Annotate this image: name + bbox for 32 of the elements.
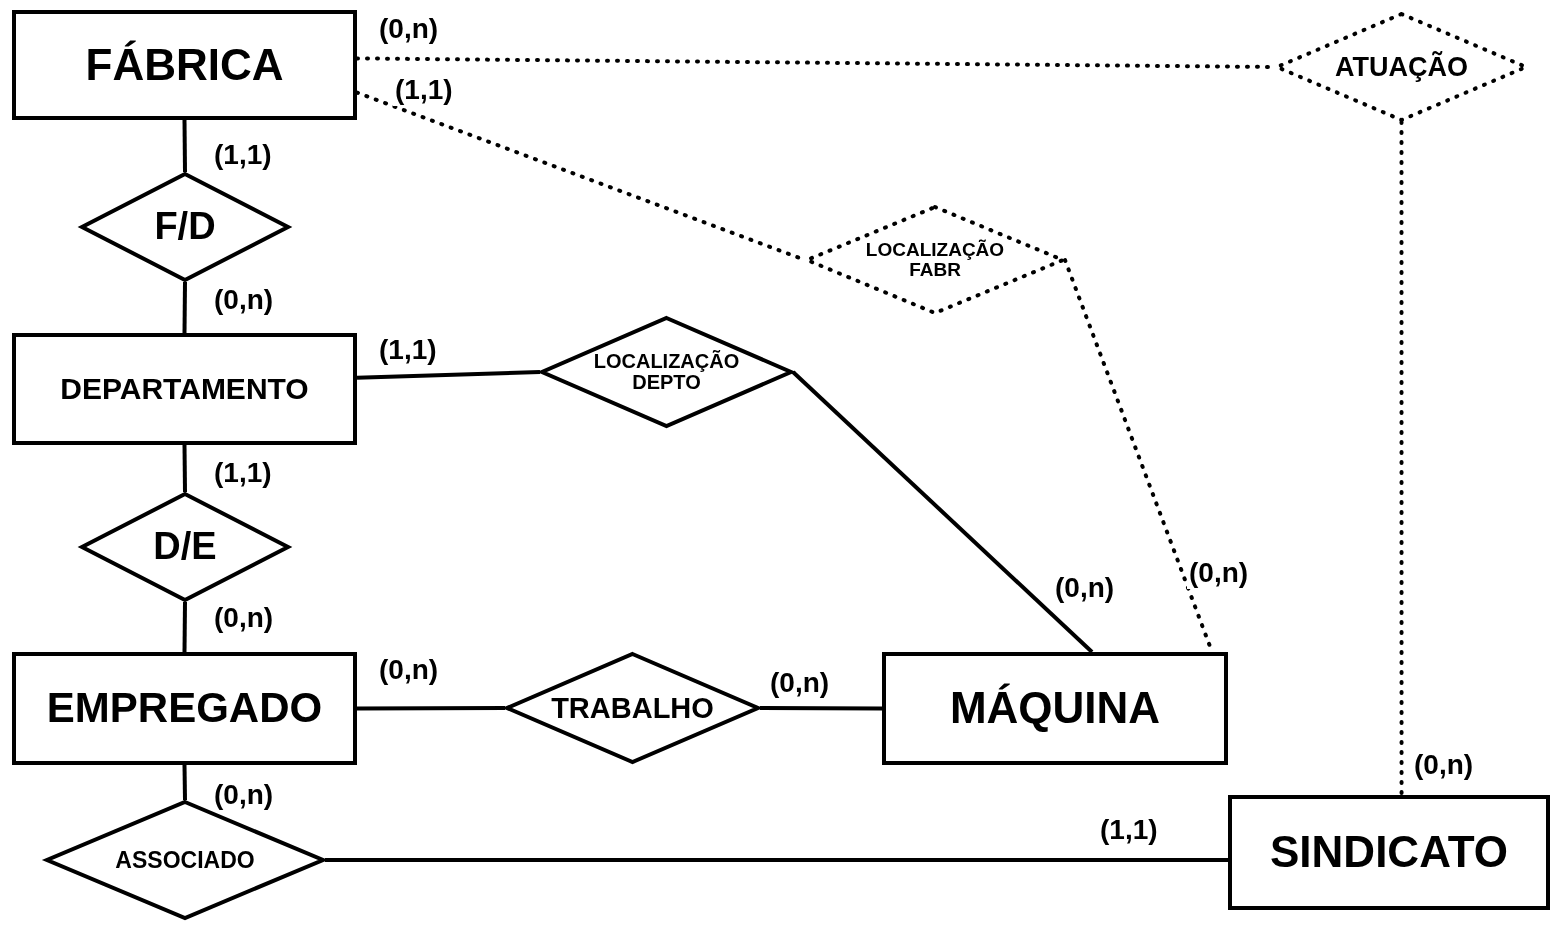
connector-line: [182, 764, 187, 801]
connector-line: [182, 281, 187, 334]
connector-line: [182, 444, 187, 493]
connector-line: [182, 119, 187, 173]
relationship-diamond: [80, 172, 290, 282]
entity-name: ASSOCIADO: [115, 847, 255, 873]
connector-line: [356, 370, 541, 380]
entity-box: [1228, 795, 1550, 910]
connector-line: [760, 706, 882, 711]
entity-name: MÁQUINA: [949, 685, 1161, 732]
entity-name: D/E: [153, 527, 217, 567]
relationship-diamond: [80, 492, 290, 602]
entity-box: [12, 333, 357, 445]
entity-name: F/D: [154, 207, 216, 247]
entity-box: [12, 10, 357, 120]
entity-name: TRABALHO: [551, 692, 714, 724]
connector-line: [791, 370, 1094, 654]
connector-line: [325, 858, 1228, 862]
entity-name: SINDICATO: [1270, 829, 1508, 876]
relationship-diamond: [505, 652, 760, 764]
entity-name: EMPREGADO: [46, 686, 323, 731]
entity-box: [882, 652, 1228, 765]
entity-name: FÁBRICA: [85, 41, 284, 89]
dotted-connector: [1399, 120, 1404, 797]
connector-line: [357, 706, 505, 711]
entity-name: DEPARTAMENTO: [60, 373, 309, 405]
entity-name: LOCALIZAÇÃO DEPTO: [592, 351, 741, 393]
entity-box: [12, 652, 357, 765]
relationship-diamond: [540, 316, 793, 428]
entity-name: ATUAÇÃO: [1335, 52, 1468, 82]
connector-line: [182, 601, 187, 653]
entity-name: LOCALIZAÇÃO FABR: [864, 240, 1006, 280]
